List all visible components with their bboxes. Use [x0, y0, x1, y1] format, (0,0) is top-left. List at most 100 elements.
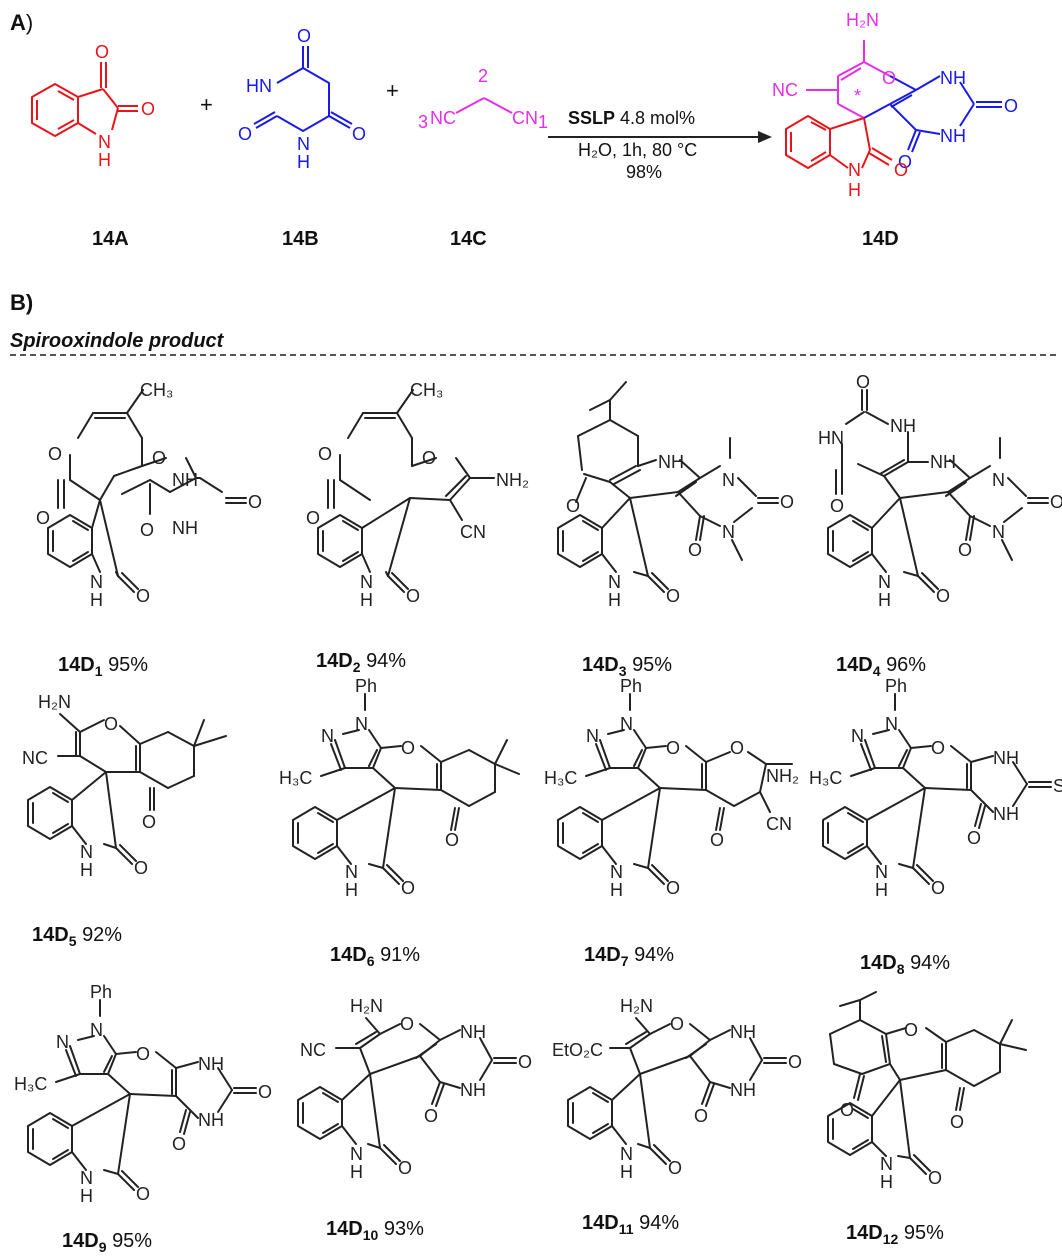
svg-text:N: N: [620, 1144, 633, 1164]
svg-text:NH: NH: [730, 1080, 756, 1100]
svg-text:2: 2: [478, 66, 488, 86]
svg-text:O: O: [1004, 96, 1018, 116]
svg-text:CN: CN: [766, 814, 792, 834]
product-14D9-structure: Ph N N O H₃C NH O NH O N H O: [14, 982, 272, 1206]
svg-text:N: N: [875, 862, 888, 882]
svg-text:NH: NH: [730, 1022, 756, 1042]
svg-text:NH: NH: [940, 126, 966, 146]
product-14D12-structure: O O O N H O: [827, 991, 1027, 1192]
svg-text:O: O: [1050, 492, 1062, 512]
svg-text:Ph: Ph: [90, 982, 112, 1002]
svg-text:H: H: [350, 1162, 363, 1182]
svg-text:NH: NH: [993, 748, 1019, 768]
reaction-conditions-solvent: H₂O, 1h, 80 °C: [578, 140, 698, 160]
svg-text:NH₂: NH₂: [496, 470, 529, 490]
product-14D10-structure: H₂N O NC NH O NH O N H O: [297, 996, 532, 1182]
svg-text:N: N: [608, 572, 621, 592]
svg-text:NC: NC: [772, 80, 798, 100]
product-14D8-structure: Ph N N O H₃C NH S NH O N H O: [809, 676, 1062, 900]
svg-text:O: O: [904, 1020, 918, 1040]
label-14B: 14B: [282, 228, 319, 250]
svg-text:O: O: [172, 1134, 186, 1154]
svg-text:H: H: [875, 880, 888, 900]
svg-text:H: H: [608, 590, 621, 610]
svg-text:O: O: [95, 42, 109, 62]
svg-text:H₂N: H₂N: [620, 996, 653, 1016]
svg-text:NC: NC: [300, 1040, 326, 1060]
svg-text:Ph: Ph: [355, 676, 377, 696]
svg-text:N: N: [885, 714, 898, 734]
svg-text:H: H: [98, 150, 111, 170]
svg-text:H: H: [90, 590, 103, 610]
svg-text:N: N: [878, 572, 891, 592]
svg-text:O: O: [830, 496, 844, 516]
svg-text:H: H: [80, 860, 93, 880]
svg-text:N: N: [321, 726, 334, 746]
svg-text:H: H: [297, 152, 310, 172]
svg-text:3: 3: [418, 112, 428, 132]
label-14C: 14C: [450, 228, 487, 250]
svg-text:O: O: [248, 492, 262, 512]
svg-text:N: N: [345, 862, 358, 882]
svg-text:NC: NC: [430, 108, 456, 128]
svg-text:O: O: [688, 540, 702, 560]
svg-text:H: H: [360, 590, 373, 610]
svg-text:N: N: [56, 1032, 69, 1052]
section-b-label: B): [10, 290, 34, 315]
svg-text:N: N: [355, 714, 368, 734]
svg-text:N: N: [610, 862, 623, 882]
svg-text:H₂N: H₂N: [350, 996, 383, 1016]
svg-text:N: N: [80, 842, 93, 862]
svg-text:O: O: [136, 1184, 150, 1204]
product-14D6-structure: Ph N N O H₃C O N H O: [279, 676, 520, 900]
svg-text:O: O: [424, 1106, 438, 1126]
svg-text:NH: NH: [930, 452, 956, 472]
svg-text:O: O: [882, 68, 896, 88]
svg-text:H₂N: H₂N: [38, 692, 71, 712]
svg-text:N: N: [350, 1144, 363, 1164]
label-14D: 14D: [862, 228, 899, 250]
svg-text:H: H: [80, 1186, 93, 1206]
svg-text:O: O: [422, 448, 436, 468]
svg-text:N: N: [98, 132, 111, 152]
svg-text:H: H: [848, 180, 861, 200]
plus-sign-1: +: [200, 92, 213, 117]
svg-text:O: O: [730, 738, 744, 758]
svg-text:H₃C: H₃C: [809, 768, 842, 788]
svg-text:N: N: [880, 1154, 893, 1174]
svg-text:O: O: [666, 738, 680, 758]
svg-text:O: O: [142, 812, 156, 832]
label-14A: 14A: [92, 228, 129, 250]
svg-text:NH: NH: [172, 470, 198, 490]
svg-text:O: O: [894, 160, 908, 180]
svg-text:N: N: [992, 470, 1005, 490]
reactant-14A-structure: O O N H: [31, 42, 155, 170]
svg-text:O: O: [48, 444, 62, 464]
svg-text:O: O: [518, 1052, 532, 1072]
product-14D11-structure: H₂N O EtO₂C NH O NH O N H O: [552, 996, 802, 1182]
svg-text:O: O: [950, 1112, 964, 1132]
svg-text:O: O: [104, 714, 118, 734]
svg-text:O: O: [931, 878, 945, 898]
svg-text:N: N: [992, 522, 1005, 542]
label-14D5: 14D5 92%: [32, 924, 123, 949]
svg-text:Ph: Ph: [620, 676, 642, 696]
svg-text:H: H: [345, 880, 358, 900]
svg-text:O: O: [931, 738, 945, 758]
reactant-14C-structure: 3 NC 2 CN 1: [418, 66, 548, 132]
svg-text:NH: NH: [198, 1110, 224, 1130]
svg-text:H: H: [620, 1162, 633, 1182]
svg-text:H₃C: H₃C: [279, 768, 312, 788]
svg-text:O: O: [566, 496, 580, 516]
svg-text:O: O: [136, 1044, 150, 1064]
svg-text:NH: NH: [172, 518, 198, 538]
svg-text:O: O: [666, 878, 680, 898]
reaction-yield: 98%: [626, 162, 663, 182]
divider-dashed: [10, 354, 1056, 356]
svg-text:O: O: [36, 508, 50, 528]
section-b-subtitle: Spirooxindole product: [10, 330, 224, 352]
reaction-conditions-catalyst: SSLP 4.8 mol%: [568, 108, 696, 128]
plus-sign-2: +: [386, 78, 399, 103]
svg-text:1: 1: [538, 112, 548, 132]
svg-text:O: O: [780, 492, 794, 512]
